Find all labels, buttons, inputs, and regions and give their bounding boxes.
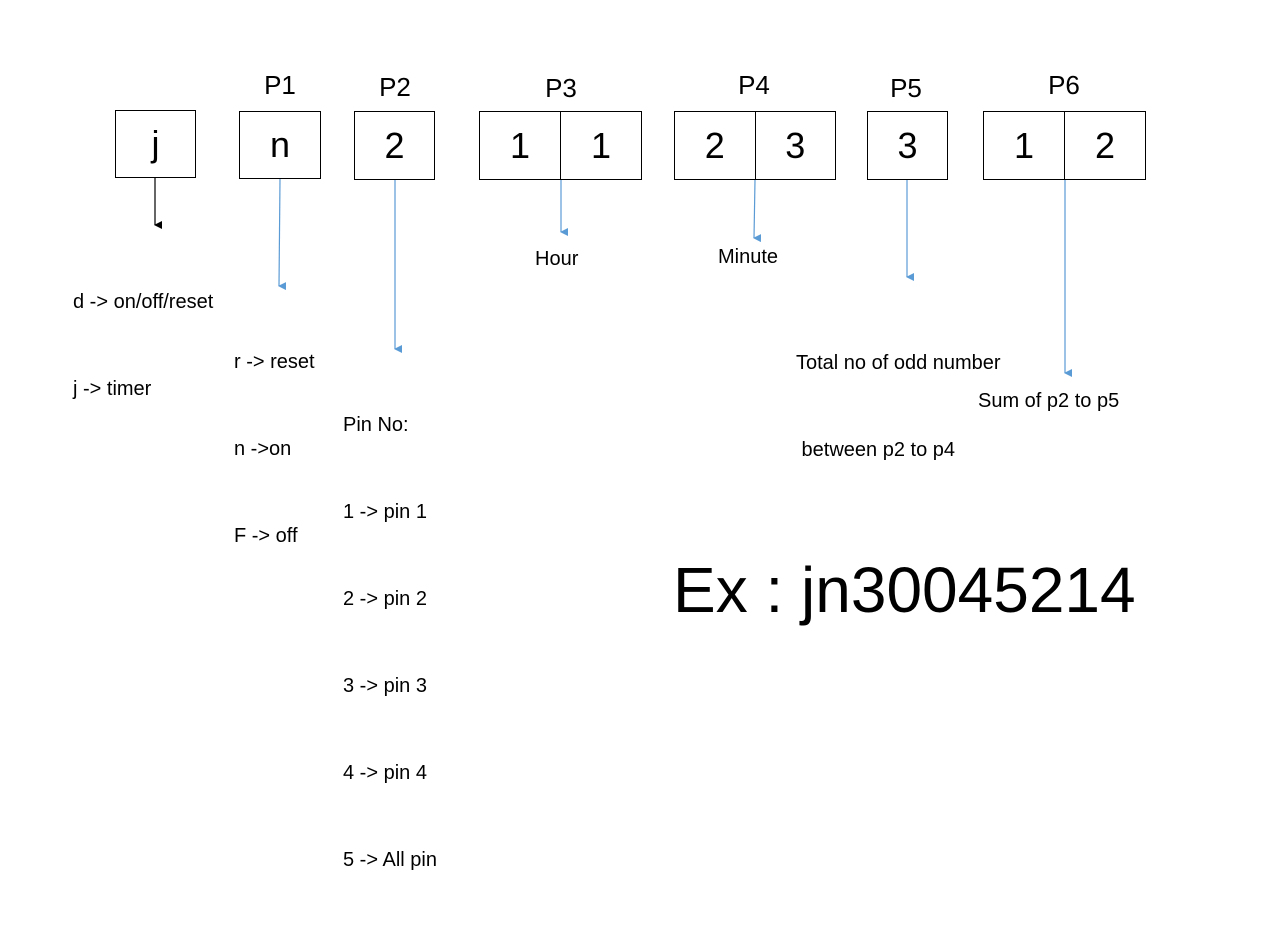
arrows-layer (154, 178, 1072, 377)
p2-annotation-line: Pin No: (343, 414, 409, 436)
p3-annotation: Hour (535, 248, 579, 270)
p3-box: 1 1 (479, 111, 642, 180)
p5-annotation: Total no of odd number between p2 to p4 (796, 291, 1001, 523)
p3-label: P3 (545, 73, 577, 103)
prefix-annotation: d -> on/off/reset j -> timer (73, 230, 213, 462)
p2-annotation-line: 4 -> pin 4 (343, 762, 427, 784)
p6-digit-2: 2 (1094, 124, 1116, 166)
p1-value: n (269, 124, 291, 165)
protocol-diagram: P1 P2 P3 P4 P5 P6 j n 2 1 1 2 3 3 1 2 d … (73, 70, 1146, 871)
p2-annotation-line: 1 -> pin 1 (343, 501, 427, 523)
p1-label: P1 (264, 70, 296, 100)
p6-annotation: Sum of p2 to p5 (978, 390, 1120, 412)
p4-box: 2 3 (674, 111, 836, 180)
p1-annotation-line: r -> reset (234, 351, 315, 373)
p5-box: 3 (867, 111, 948, 180)
p4-annotation: Minute (718, 246, 779, 268)
p5-label: P5 (890, 73, 922, 103)
p2-annotation-line: 3 -> pin 3 (343, 675, 427, 697)
p1-annotation-line: n ->on (234, 438, 292, 460)
p1-annotation-line: F -> off (234, 525, 298, 547)
p1-arrow (278, 178, 287, 291)
p1-annotation: r -> reset n ->on F -> off (234, 290, 315, 609)
p3-digit-2: 1 (590, 124, 612, 166)
p6-label: P6 (1048, 70, 1080, 100)
p2-box: 2 (354, 111, 435, 180)
p5-annotation-line: between p2 to p4 (796, 439, 956, 461)
p5-value: 3 (897, 124, 918, 166)
prefix-annotation-line: j -> timer (73, 378, 152, 400)
p2-annotation-line: 5 -> All pin (343, 849, 437, 871)
p6-box: 1 2 (983, 111, 1146, 180)
prefix-annotation-line: d -> on/off/reset (73, 291, 214, 313)
p2-label: P2 (379, 72, 411, 102)
prefix-box: j (115, 110, 196, 178)
p2-annotation: Pin No: 1 -> pin 1 2 -> pin 2 3 -> pin 3… (343, 353, 437, 933)
prefix-value: j (151, 123, 160, 164)
p1-box: n (239, 111, 321, 179)
p5-annotation-line: Total no of odd number (796, 352, 1001, 374)
p4-label: P4 (738, 70, 770, 100)
p4-arrow (753, 179, 762, 243)
p2-annotation-line: 2 -> pin 2 (343, 588, 427, 610)
p2-value: 2 (384, 124, 405, 166)
p3-digit-1: 1 (480, 112, 561, 179)
p6-digit-1: 1 (984, 112, 1065, 179)
p4-digit-2: 3 (785, 124, 806, 166)
p4-digit-1: 2 (675, 112, 756, 179)
example-text: Ex : jn30045214 (673, 554, 1136, 626)
